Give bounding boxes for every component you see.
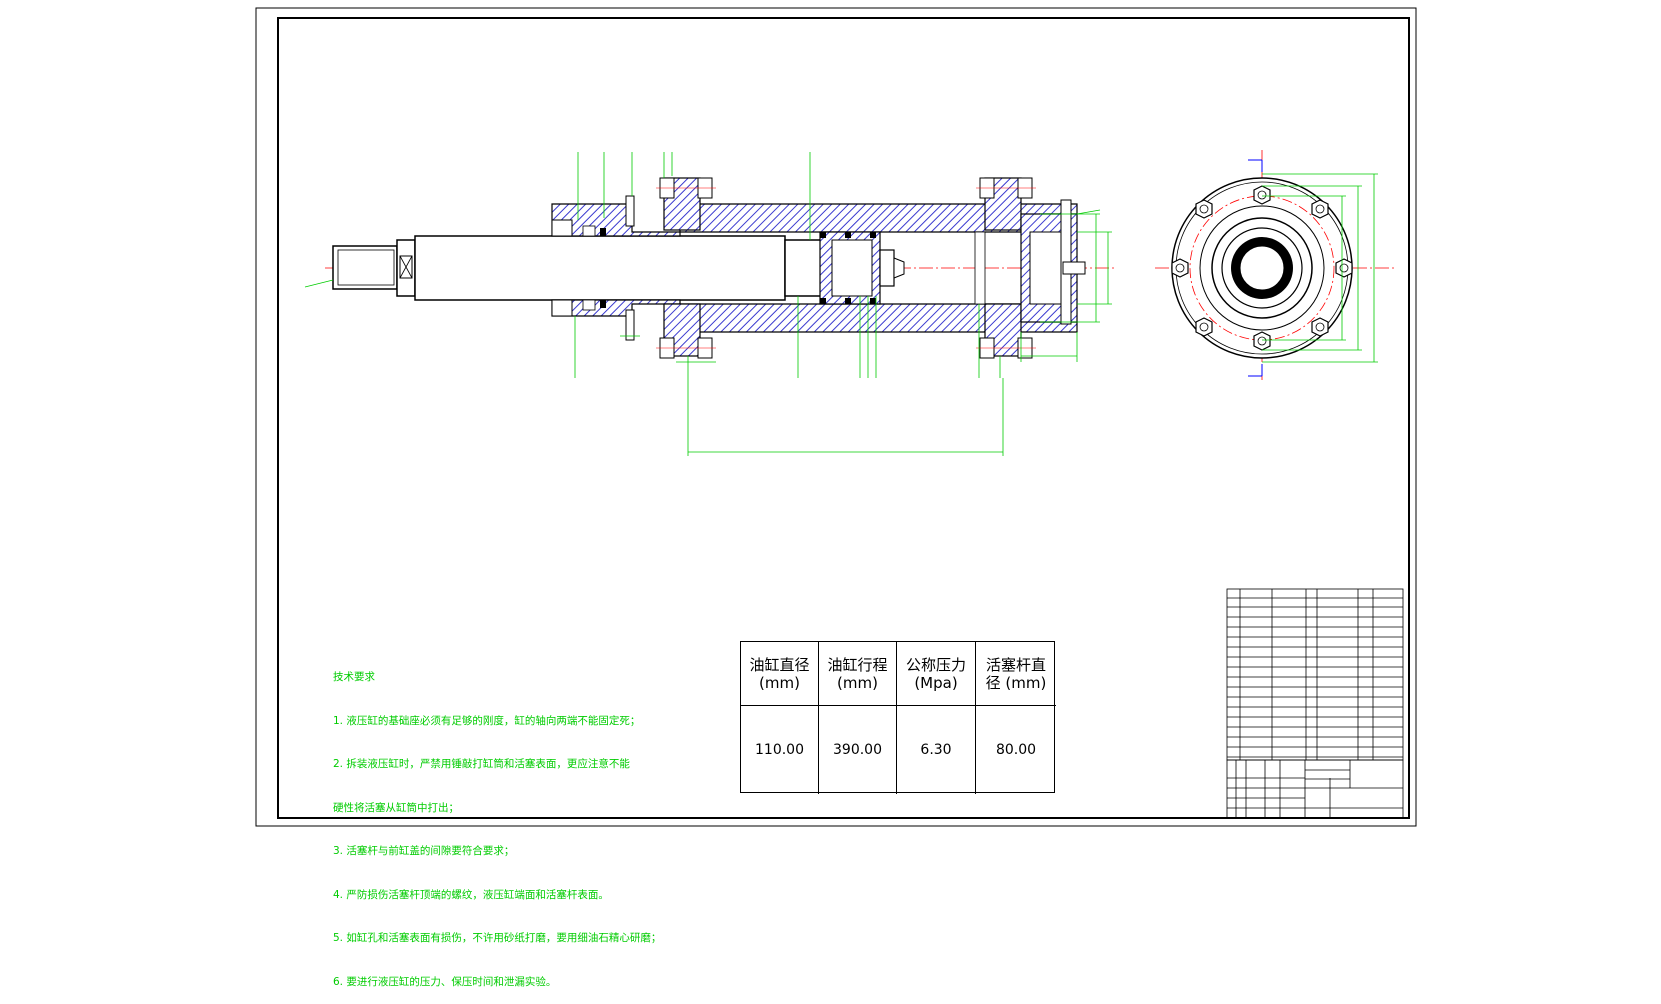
spec-header-rod-diameter: 活塞杆直 径 (mm) <box>976 642 1056 706</box>
cylinder-section-view <box>304 152 1115 456</box>
piston-nut <box>879 249 895 287</box>
spec-header-stroke: 油缸行程 (mm) <box>819 642 897 706</box>
piston-rod <box>414 235 786 301</box>
cylinder-end-view <box>1155 150 1395 380</box>
technical-notes: 技术要求 1. 液压缸的基础座必须有足够的刚度，缸的轴向两端不能固定死； 2. … <box>333 641 661 1004</box>
outer-frame <box>255 7 1417 827</box>
spec-value-stroke: 390.00 <box>819 706 897 794</box>
notes-line: 硬性将活塞从缸筒中打出； <box>333 801 459 814</box>
flange-nut <box>1311 317 1329 337</box>
flange-nut <box>1311 199 1329 219</box>
notes-line: 2. 拆装液压缸时，严禁用锤敲打缸筒和活塞表面，更应注意不能 <box>333 758 630 770</box>
flange-nut <box>1195 199 1213 219</box>
flange-nut <box>1195 317 1213 337</box>
spec-table: 油缸直径 (mm) 油缸行程 (mm) 公称压力 (Mpa) 活塞杆直 径 (m… <box>740 641 1056 794</box>
rod-end <box>332 245 398 290</box>
notes-line: 4. 严防损伤活塞杆顶端的螺纹，液压缸端面和活塞杆表面。 <box>333 888 609 901</box>
notes-line: 6. 要进行液压缸的压力、保压时间和泄漏实验。 <box>333 975 557 988</box>
parts-list <box>1226 588 1404 761</box>
title-block <box>1226 759 1404 819</box>
spec-header-bore: 油缸直径 (mm) <box>741 642 819 706</box>
notes-line: 3. 活塞杆与前缸盖的间隙要符合要求； <box>333 845 515 857</box>
flange-nut <box>1253 185 1271 205</box>
flange-nut <box>1171 258 1189 278</box>
notes-line: 5. 如缸孔和活塞表面有损伤，不许用砂纸打磨，要用细油石精心研磨； <box>333 932 662 944</box>
inner-frame <box>277 17 1410 819</box>
engineering-drawing-sheet <box>255 7 1417 827</box>
spec-value-pressure: 6.30 <box>897 706 976 794</box>
spec-value-bore: 110.00 <box>741 706 819 794</box>
flange-nut <box>1253 331 1271 351</box>
flange-nut <box>1335 258 1353 278</box>
spec-value-rod-diameter: 80.00 <box>995 742 1037 758</box>
spec-header-pressure: 公称压力 (Mpa) <box>897 642 976 706</box>
notes-line: 1. 液压缸的基础座必须有足够的刚度，缸的轴向两端不能固定死； <box>333 714 641 727</box>
notes-title: 技术要求 <box>333 671 375 683</box>
